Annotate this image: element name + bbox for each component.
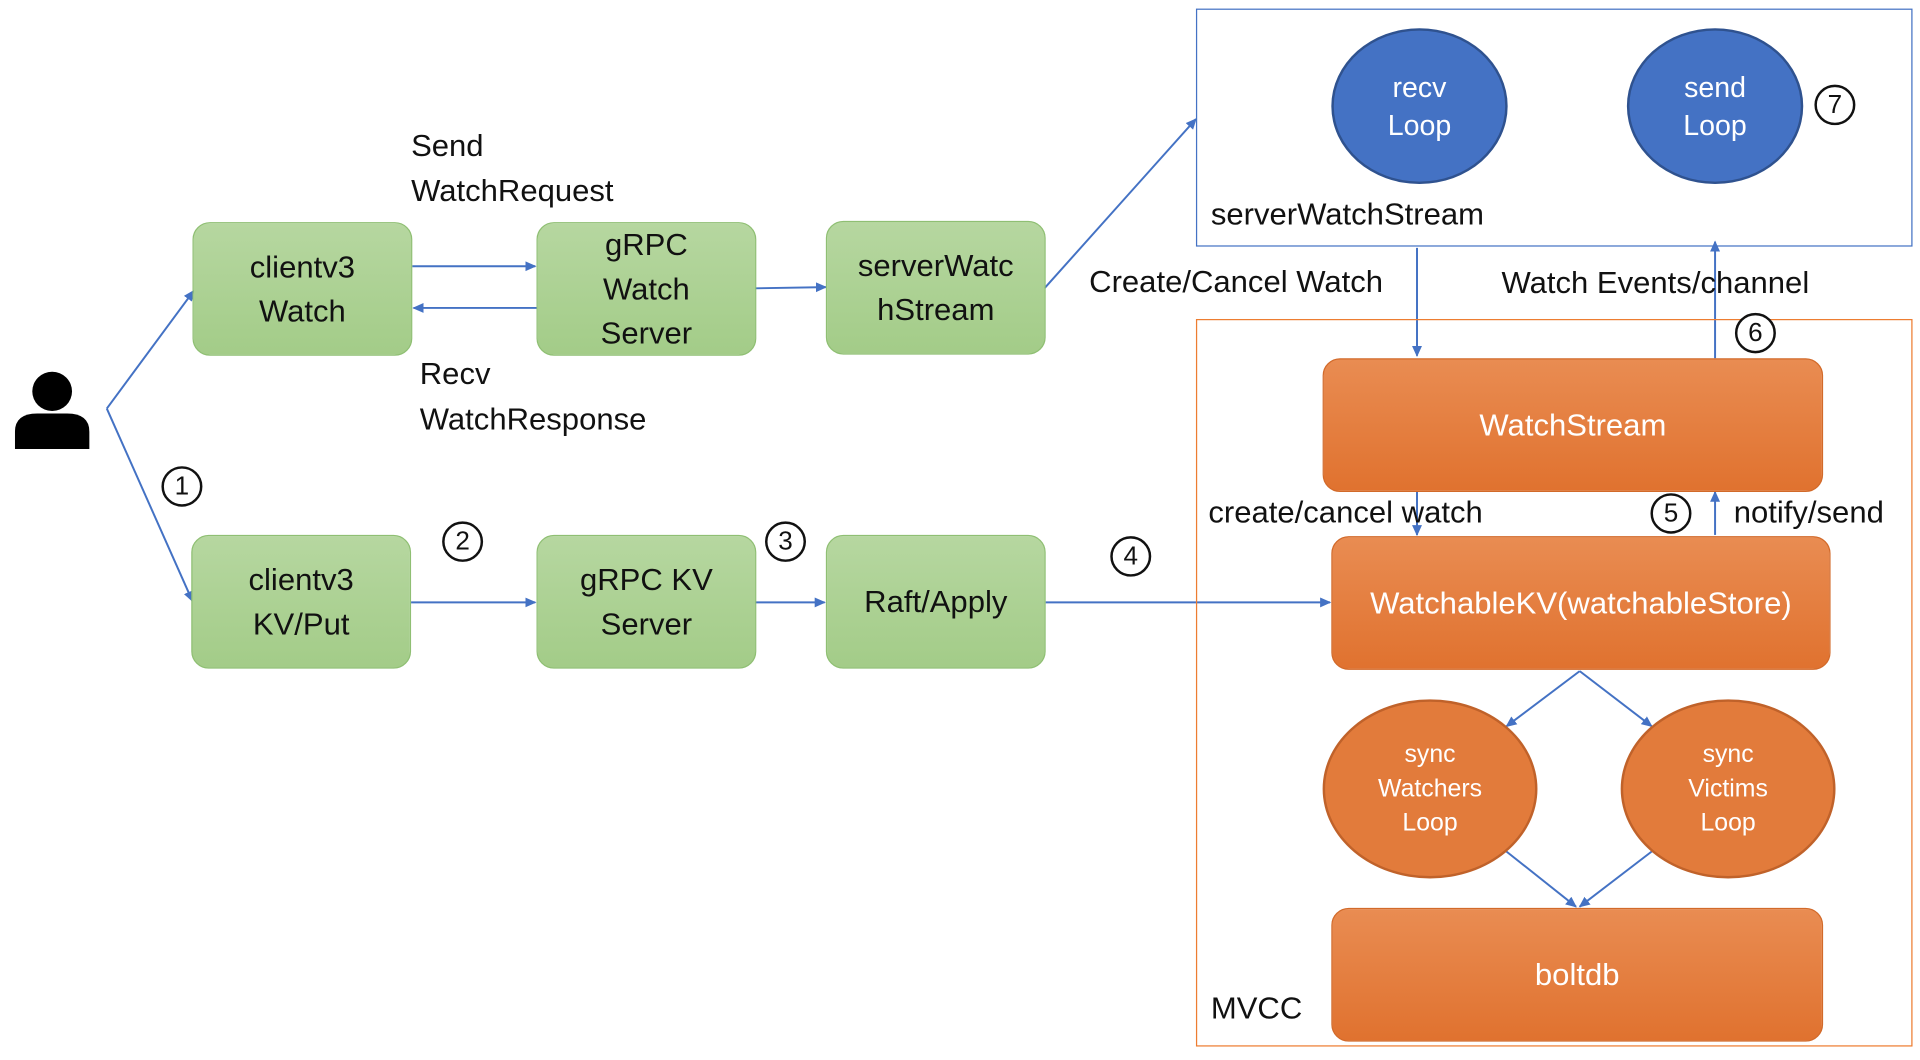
create-cancel-watch-label: Create/Cancel Watch: [1089, 265, 1384, 300]
sync-victims-loop-oval: sync Victims Loop: [1620, 699, 1836, 879]
clientv3-kv-put-box: clientv3 KV/Put: [191, 534, 412, 669]
recv-loop-oval: recv Loop: [1331, 28, 1508, 185]
step-7-marker: 7: [1814, 84, 1856, 126]
grpc-watch-server-box: gRPC Watch Server: [536, 222, 757, 356]
recv-watch-response-label: Recv WatchResponse: [419, 357, 647, 437]
arrow-grpc-to-serverwatchstream: [755, 282, 828, 293]
clientv3-watch-box: clientv3 Watch: [192, 222, 413, 356]
watch-stream-box: WatchStream: [1322, 358, 1824, 492]
server-watch-stream-box: serverWatc hStream: [825, 220, 1046, 355]
sync-watchers-loop-oval: sync Watchers Loop: [1322, 699, 1538, 879]
server-watch-stream-group: [1195, 8, 1913, 247]
step-5-marker: 5: [1650, 493, 1692, 534]
boltdb-box: boltdb: [1331, 907, 1824, 1042]
step-2-marker: 2: [442, 521, 484, 562]
user-icon: [14, 371, 90, 450]
step-3-marker: 3: [765, 521, 806, 562]
raft-apply-box: Raft/Apply: [825, 534, 1046, 669]
arrow-sync-watchers-to-boltdb: [1505, 850, 1577, 908]
arrow-serverwatchstream-to-group: [1043, 118, 1197, 289]
create-cancel-watch-lower-label: create/cancel watch: [1208, 495, 1483, 531]
send-watch-request-label: Send WatchRequest: [411, 128, 614, 209]
arrow-kv-to-sync-watchers: [1505, 670, 1581, 728]
step-1-marker: 1: [161, 466, 203, 507]
notify-send-label: notify/send: [1733, 495, 1884, 531]
watch-events-channel-label: Watch Events/channel: [1501, 266, 1810, 301]
mvcc-group: [1195, 318, 1913, 1047]
arrow-user-to-clientv3-watch: [106, 289, 195, 410]
arrow-kv-to-sync-victims: [1579, 670, 1653, 728]
send-loop-oval: send Loop: [1626, 28, 1804, 185]
step-6-marker: 6: [1734, 312, 1776, 354]
server-watch-stream-group-label: serverWatchStream: [1210, 197, 1485, 232]
grpc-kv-server-box: gRPC KV Server: [536, 534, 757, 669]
arrow-user-to-clientv3-kv-put: [105, 408, 194, 603]
mvcc-group-label: MVCC: [1210, 991, 1303, 1026]
arrow-sync-victims-to-boltdb: [1578, 850, 1653, 908]
step-4-marker: 4: [1110, 536, 1152, 577]
watchable-kv-box: WatchableKV(watchableStore): [1331, 536, 1831, 670]
